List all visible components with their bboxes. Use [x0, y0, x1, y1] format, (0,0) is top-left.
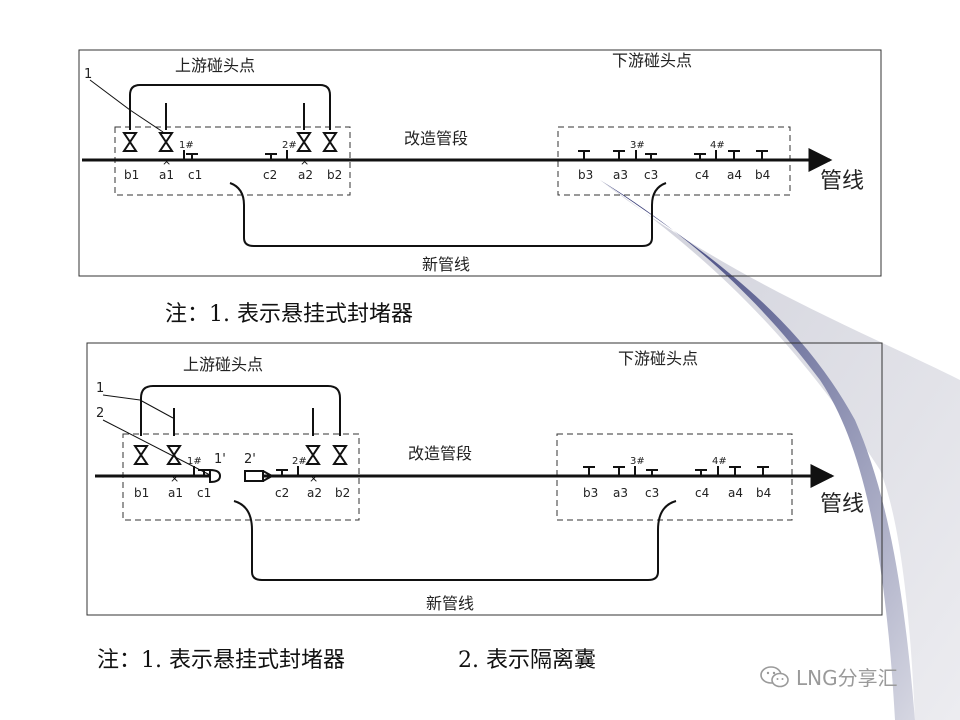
upstream-tiein-label: 上游碰头点 — [175, 56, 255, 75]
modified-segment-label: 改造管段 — [404, 129, 468, 148]
new-pipeline-label: 新管线 — [422, 255, 470, 274]
bladder-label-1: 1' — [214, 452, 226, 467]
bypass-loop — [140, 385, 341, 436]
diagram-1: × × 上游碰头点 下游碰头点 改造管段 管线 新管线 1 1# 2# 3# 4… — [78, 49, 882, 277]
tag-3: 3# — [630, 456, 645, 467]
tag-4: 4# — [710, 140, 725, 151]
callout-1-leader — [102, 394, 141, 401]
point-b1: b1 — [124, 168, 139, 182]
diagram-2-frame — [86, 342, 883, 616]
bladder-label-2: 2' — [244, 452, 256, 467]
callout-2: 2 — [96, 406, 104, 421]
point-b1: b1 — [134, 486, 149, 500]
point-b2: b2 — [327, 168, 342, 182]
downstream-tiein-label: 下游碰头点 — [612, 51, 692, 70]
point-b4: b4 — [756, 486, 771, 500]
point-a3: a3 — [613, 486, 628, 500]
point-c3: c3 — [645, 486, 659, 500]
point-c4: c4 — [695, 486, 709, 500]
point-b2: b2 — [335, 486, 350, 500]
new-pipeline-label: 新管线 — [426, 594, 474, 613]
tag-3: 3# — [630, 140, 645, 151]
tag-1: 1# — [179, 140, 194, 151]
diagram-2: × × 上游碰头点 下游碰头点 改造管段 管线 新管线 1 2 1' 2' 1#… — [86, 342, 883, 616]
pipeline-label: 管线 — [820, 169, 864, 194]
valve-a2 — [305, 445, 321, 465]
point-c3: c3 — [644, 168, 658, 182]
valve-a2 — [296, 132, 312, 152]
point-a1: a1 — [159, 168, 174, 182]
point-a2: a2 — [298, 168, 313, 182]
watermark-text: LNG分享汇 — [796, 666, 898, 690]
bypass-loop — [129, 84, 331, 130]
valve-b1 — [122, 132, 138, 152]
watermark: LNG分享汇 — [760, 662, 898, 691]
callout-2-leader — [102, 419, 211, 476]
isolation-bladder-2 — [244, 470, 275, 482]
point-b3: b3 — [583, 486, 598, 500]
point-a1: a1 — [168, 486, 183, 500]
note-diagram-2-item-1: 注：1. 表示悬挂式封堵器 — [97, 648, 345, 673]
taps-2 — [193, 466, 769, 476]
valve-a1 — [166, 445, 182, 465]
svg-text:×: × — [162, 155, 171, 168]
point-a2: a2 — [307, 486, 322, 500]
point-c4: c4 — [695, 168, 709, 182]
diagram-1-frame — [78, 49, 882, 277]
decorative-swoosh — [600, 180, 960, 720]
new-pipeline-route — [229, 182, 667, 247]
valve-a1 — [158, 132, 174, 152]
point-c1: c1 — [197, 486, 211, 500]
callout-1: 1 — [84, 67, 92, 82]
point-c2: c2 — [275, 486, 289, 500]
point-a4: a4 — [727, 168, 742, 182]
callout-1: 1 — [96, 381, 104, 396]
valve-b2 — [332, 445, 348, 465]
point-c1: c1 — [188, 168, 202, 182]
point-b4: b4 — [755, 168, 770, 182]
tag-4: 4# — [712, 456, 727, 467]
valve-b1 — [133, 445, 149, 465]
tag-2: 2# — [282, 140, 297, 151]
svg-text:×: × — [300, 155, 309, 168]
modified-segment-label: 改造管段 — [408, 444, 472, 463]
valve-b2 — [322, 132, 338, 152]
point-a3: a3 — [613, 168, 628, 182]
wechat-icon — [760, 665, 789, 687]
isolation-bladder-1 — [209, 468, 222, 484]
point-b3: b3 — [578, 168, 593, 182]
callout-1-leader — [89, 79, 131, 111]
tag-1: 1# — [187, 456, 202, 467]
new-pipeline-route — [233, 500, 677, 581]
taps-1 — [183, 150, 768, 160]
pipeline-label: 管线 — [820, 492, 864, 517]
upstream-tiein-label: 上游碰头点 — [183, 355, 263, 374]
tag-2: 2# — [292, 456, 307, 467]
point-c2: c2 — [263, 168, 277, 182]
downstream-tiein-label: 下游碰头点 — [618, 349, 698, 368]
svg-text:×: × — [309, 472, 318, 485]
svg-text:×: × — [170, 472, 179, 485]
note-diagram-2-item-2: 2. 表示隔离囊 — [458, 648, 596, 673]
note-diagram-1: 注：1. 表示悬挂式封堵器 — [165, 302, 413, 327]
point-a4: a4 — [728, 486, 743, 500]
